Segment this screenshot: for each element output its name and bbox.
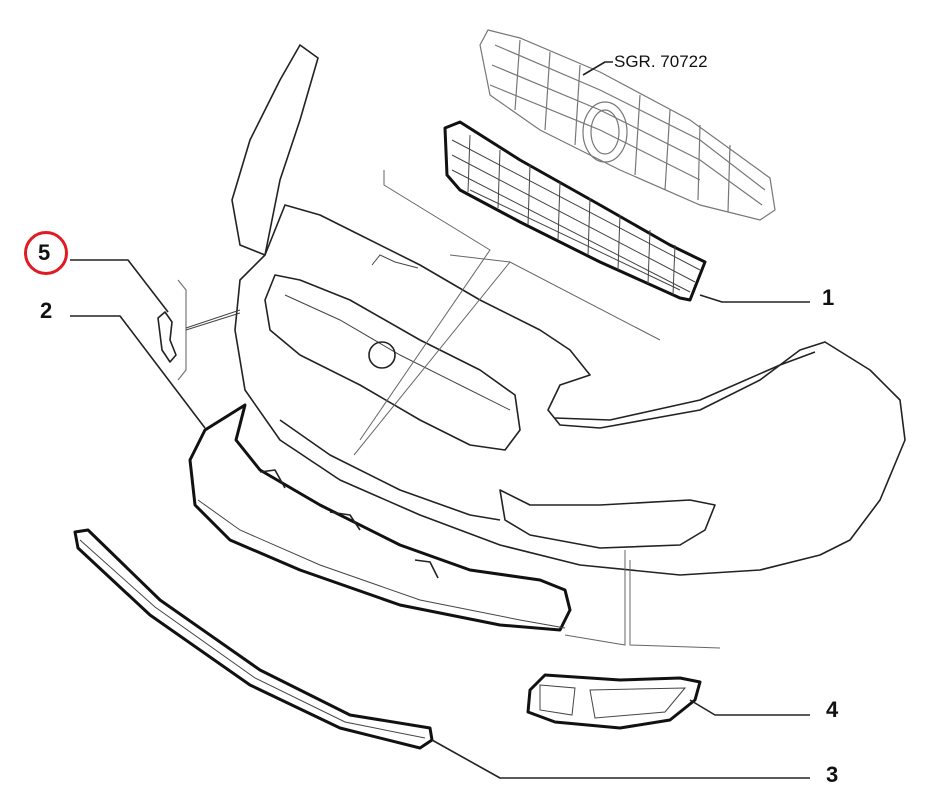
highlight-circle — [24, 231, 68, 275]
callout-2[interactable]: 2 — [40, 298, 53, 323]
callout-3[interactable]: 3 — [826, 762, 839, 787]
trim-strip — [73, 528, 434, 750]
upper-grille — [479, 29, 776, 221]
assembly-guide-lines — [353, 170, 721, 649]
lower-grille — [443, 120, 707, 302]
callout-4[interactable]: 4 — [826, 697, 839, 722]
fog-light-bezel — [526, 673, 702, 730]
mounting-clip — [157, 279, 241, 381]
reference-label: SGR. 70722 — [614, 52, 708, 71]
callout-5[interactable]: 5 — [38, 240, 51, 265]
leader-lines — [70, 61, 810, 779]
bumper-cover — [231, 44, 906, 576]
lower-spoiler — [188, 403, 572, 632]
callout-1[interactable]: 1 — [822, 285, 835, 310]
